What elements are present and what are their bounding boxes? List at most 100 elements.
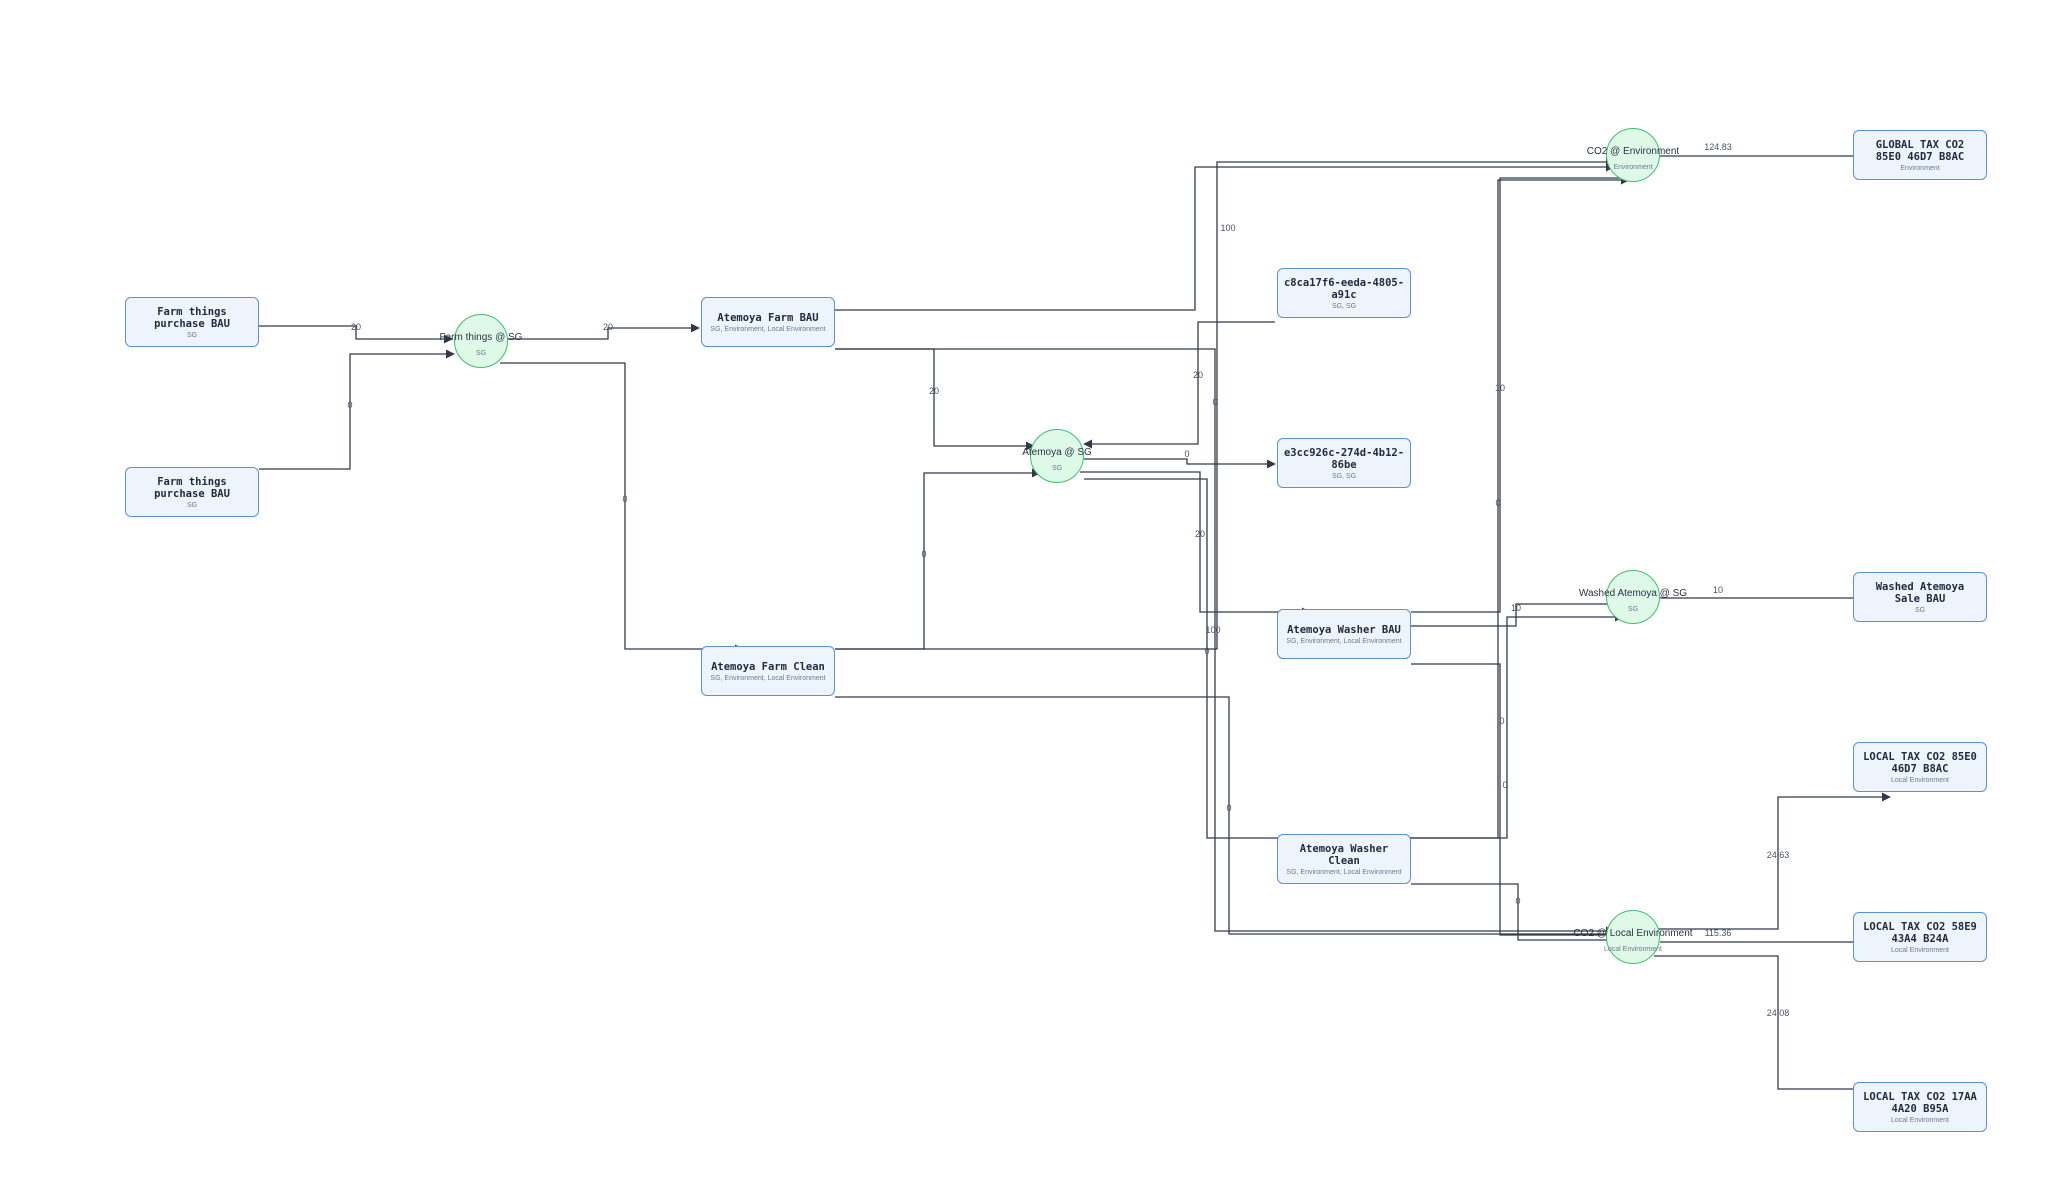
hub-co2-local-environment[interactable]: CO2 @ Local Environment Local Environmen… <box>1573 910 1693 964</box>
edge-label: 24.08 <box>1767 1008 1790 1018</box>
edge-label: 115.36 <box>1705 928 1732 938</box>
edge-label: 0 <box>1184 449 1189 459</box>
node-farm-things-purchase-bau-2[interactable]: Farm things purchase BAU SG <box>125 467 259 517</box>
edge-label: 0 <box>622 494 627 504</box>
node-local-tax-co2-85e0[interactable]: LOCAL TAX CO2 85E0 46D7 B8AC Local Envir… <box>1853 742 1987 792</box>
node-title: LOCAL TAX CO2 85E0 46D7 B8AC <box>1863 750 1977 775</box>
node-title: LOCAL TAX CO2 58E9 43A4 B24A <box>1863 920 1977 945</box>
edge-farm-bau-to-co2-local <box>835 348 1615 936</box>
node-subtitle: Local Environment <box>1891 776 1949 784</box>
edge-label: 24.63 <box>1767 850 1790 860</box>
hub-subtitle: SG <box>1051 465 1063 472</box>
node-title: Atemoya Farm Clean <box>711 660 825 673</box>
edge-washer-bau-to-co2-env <box>1411 173 1630 613</box>
node-atemoya-washer-bau[interactable]: Atemoya Washer BAU SG, Environment, Loca… <box>1277 609 1411 659</box>
edge-c8ca-to-atemoya-sg <box>1083 321 1275 449</box>
edge-label: 0 <box>1204 646 1209 656</box>
edge-atemoya-sg-to-e3cc <box>1084 458 1276 469</box>
hub-farm-things-sg[interactable]: Farm things @ SG SG <box>440 314 522 368</box>
edge-washer-clean-to-co2-local <box>1411 883 1619 945</box>
edge-farm-bau-to-atemoya-sg <box>835 348 1035 451</box>
node-local-tax-co2-58e9[interactable]: LOCAL TAX CO2 58E9 43A4 B24A Local Envir… <box>1853 912 1987 962</box>
node-title: Farm things purchase BAU <box>154 305 230 330</box>
edge-label: 0 <box>1502 780 1507 790</box>
node-title: Farm things purchase BAU <box>154 475 230 500</box>
edge-farm-clean-to-atemoya-sg <box>835 468 1041 650</box>
node-farm-things-purchase-bau-1[interactable]: Farm things purchase BAU SG <box>125 297 259 347</box>
node-subtitle: SG <box>186 331 198 339</box>
hub-title: Atemoya @ SG <box>1022 447 1092 458</box>
node-subtitle: SG, Environment, Local Environment <box>1286 637 1402 645</box>
node-c8ca17f6[interactable]: c8ca17f6-eeda-4805-a91c SG, SG <box>1277 268 1411 318</box>
hub-washed-atemoya-sg[interactable]: Washed Atemoya @ SG SG <box>1579 570 1687 624</box>
edge-washer-clean-to-washed-sg <box>1322 612 1624 839</box>
edge-layer <box>259 151 1891 1094</box>
node-title: c8ca17f6-eeda-4805-a91c <box>1283 276 1405 301</box>
node-subtitle: Environment <box>1900 164 1940 172</box>
node-subtitle: SG, SG <box>1331 472 1357 480</box>
edge-label: 0 <box>1212 397 1217 407</box>
hub-atemoya-sg[interactable]: Atemoya @ SG SG <box>1022 429 1092 483</box>
hub-subtitle: SG <box>1627 606 1639 613</box>
hub-subtitle: SG <box>475 350 487 357</box>
edge-atemoya-sg-to-washer-bau <box>1080 471 1311 617</box>
edge-farm-clean-to-co2-local <box>835 696 1615 939</box>
hub-title: CO2 @ Environment <box>1586 146 1680 157</box>
edge-label: 100 <box>1220 223 1235 233</box>
node-subtitle: Local Environment <box>1891 1116 1949 1124</box>
edge-washer-bau-to-washed-sg <box>1411 599 1628 627</box>
node-subtitle: SG <box>1914 606 1926 614</box>
node-title: Atemoya Washer BAU <box>1287 623 1401 636</box>
edge-co2-local-to-local-tax-1 <box>1654 792 1891 930</box>
edge-label: 10 <box>1495 383 1505 393</box>
node-global-tax-co2[interactable]: GLOBAL TAX CO2 85E0 46D7 B8AC Environmen… <box>1853 130 1987 180</box>
hub-title: CO2 @ Local Environment <box>1573 928 1693 939</box>
edge-farm-purchase-2-to-farm-things-sg <box>259 349 455 470</box>
hub-co2-environment[interactable]: CO2 @ Environment Environment <box>1587 128 1679 182</box>
node-title: Atemoya Washer Clean <box>1299 842 1389 867</box>
node-title: Washed Atemoya Sale BAU <box>1875 580 1965 605</box>
node-title: Atemoya Farm BAU <box>717 311 819 324</box>
node-subtitle: SG, Environment, Local Environment <box>710 674 826 682</box>
edge-label: 100 <box>1205 625 1220 635</box>
edge-farm-bau-to-co2-env <box>835 162 1615 311</box>
edge-label: 10 <box>1713 585 1723 595</box>
node-subtitle: SG, Environment, Local Environment <box>710 325 826 333</box>
node-atemoya-farm-clean[interactable]: Atemoya Farm Clean SG, Environment, Loca… <box>701 646 835 696</box>
node-title: e3cc926c-274d-4b12-86be <box>1283 446 1405 471</box>
edge-label: 20 <box>1193 370 1203 380</box>
edge-washer-bau-to-co2-local <box>1411 663 1618 940</box>
edge-farm-purchase-1-to-farm-things-sg <box>259 325 453 344</box>
edge-label: 20 <box>351 322 361 332</box>
edge-label: 20 <box>1195 529 1205 539</box>
edge-label: 10 <box>1511 603 1521 613</box>
edge-co2-local-to-local-tax-3 <box>1654 955 1891 1094</box>
node-local-tax-co2-17aa[interactable]: LOCAL TAX CO2 17AA 4A20 B95A Local Envir… <box>1853 1082 1987 1132</box>
hub-title: Farm things @ SG <box>439 332 523 343</box>
edge-label: 0 <box>1515 896 1520 906</box>
edge-label: 0 <box>1226 803 1231 813</box>
edge-label: 0 <box>921 549 926 559</box>
edge-farm-clean-to-co2-env <box>835 157 1615 650</box>
node-subtitle: SG, SG <box>1331 302 1357 310</box>
edge-farm-things-sg-to-farm-clean <box>500 362 744 654</box>
node-atemoya-farm-bau[interactable]: Atemoya Farm BAU SG, Environment, Local … <box>701 297 835 347</box>
node-subtitle: SG <box>186 501 198 509</box>
edge-label-layer: 2002002010000100020020010100000124.83102… <box>347 142 1789 1018</box>
node-subtitle: Local Environment <box>1891 946 1949 954</box>
edge-farm-things-sg-to-farm-bau <box>508 323 700 340</box>
hub-subtitle: Local Environment <box>1604 946 1662 953</box>
node-washed-atemoya-sale-bau[interactable]: Washed Atemoya Sale BAU SG <box>1853 572 1987 622</box>
node-title: GLOBAL TAX CO2 85E0 46D7 B8AC <box>1875 138 1965 163</box>
edge-label: 124.83 <box>1704 142 1732 152</box>
edge-label: 0 <box>347 400 352 410</box>
edge-label: 20 <box>603 322 613 332</box>
node-atemoya-washer-clean[interactable]: Atemoya Washer Clean SG, Environment, Lo… <box>1277 834 1411 884</box>
edge-label: 0 <box>1495 498 1500 508</box>
hub-title: Washed Atemoya @ SG <box>1578 588 1688 599</box>
hub-subtitle: Environment <box>1613 164 1653 171</box>
node-e3cc926c[interactable]: e3cc926c-274d-4b12-86be SG, SG <box>1277 438 1411 488</box>
edge-label: 0 <box>1499 716 1504 726</box>
node-title: LOCAL TAX CO2 17AA 4A20 B95A <box>1863 1090 1977 1115</box>
